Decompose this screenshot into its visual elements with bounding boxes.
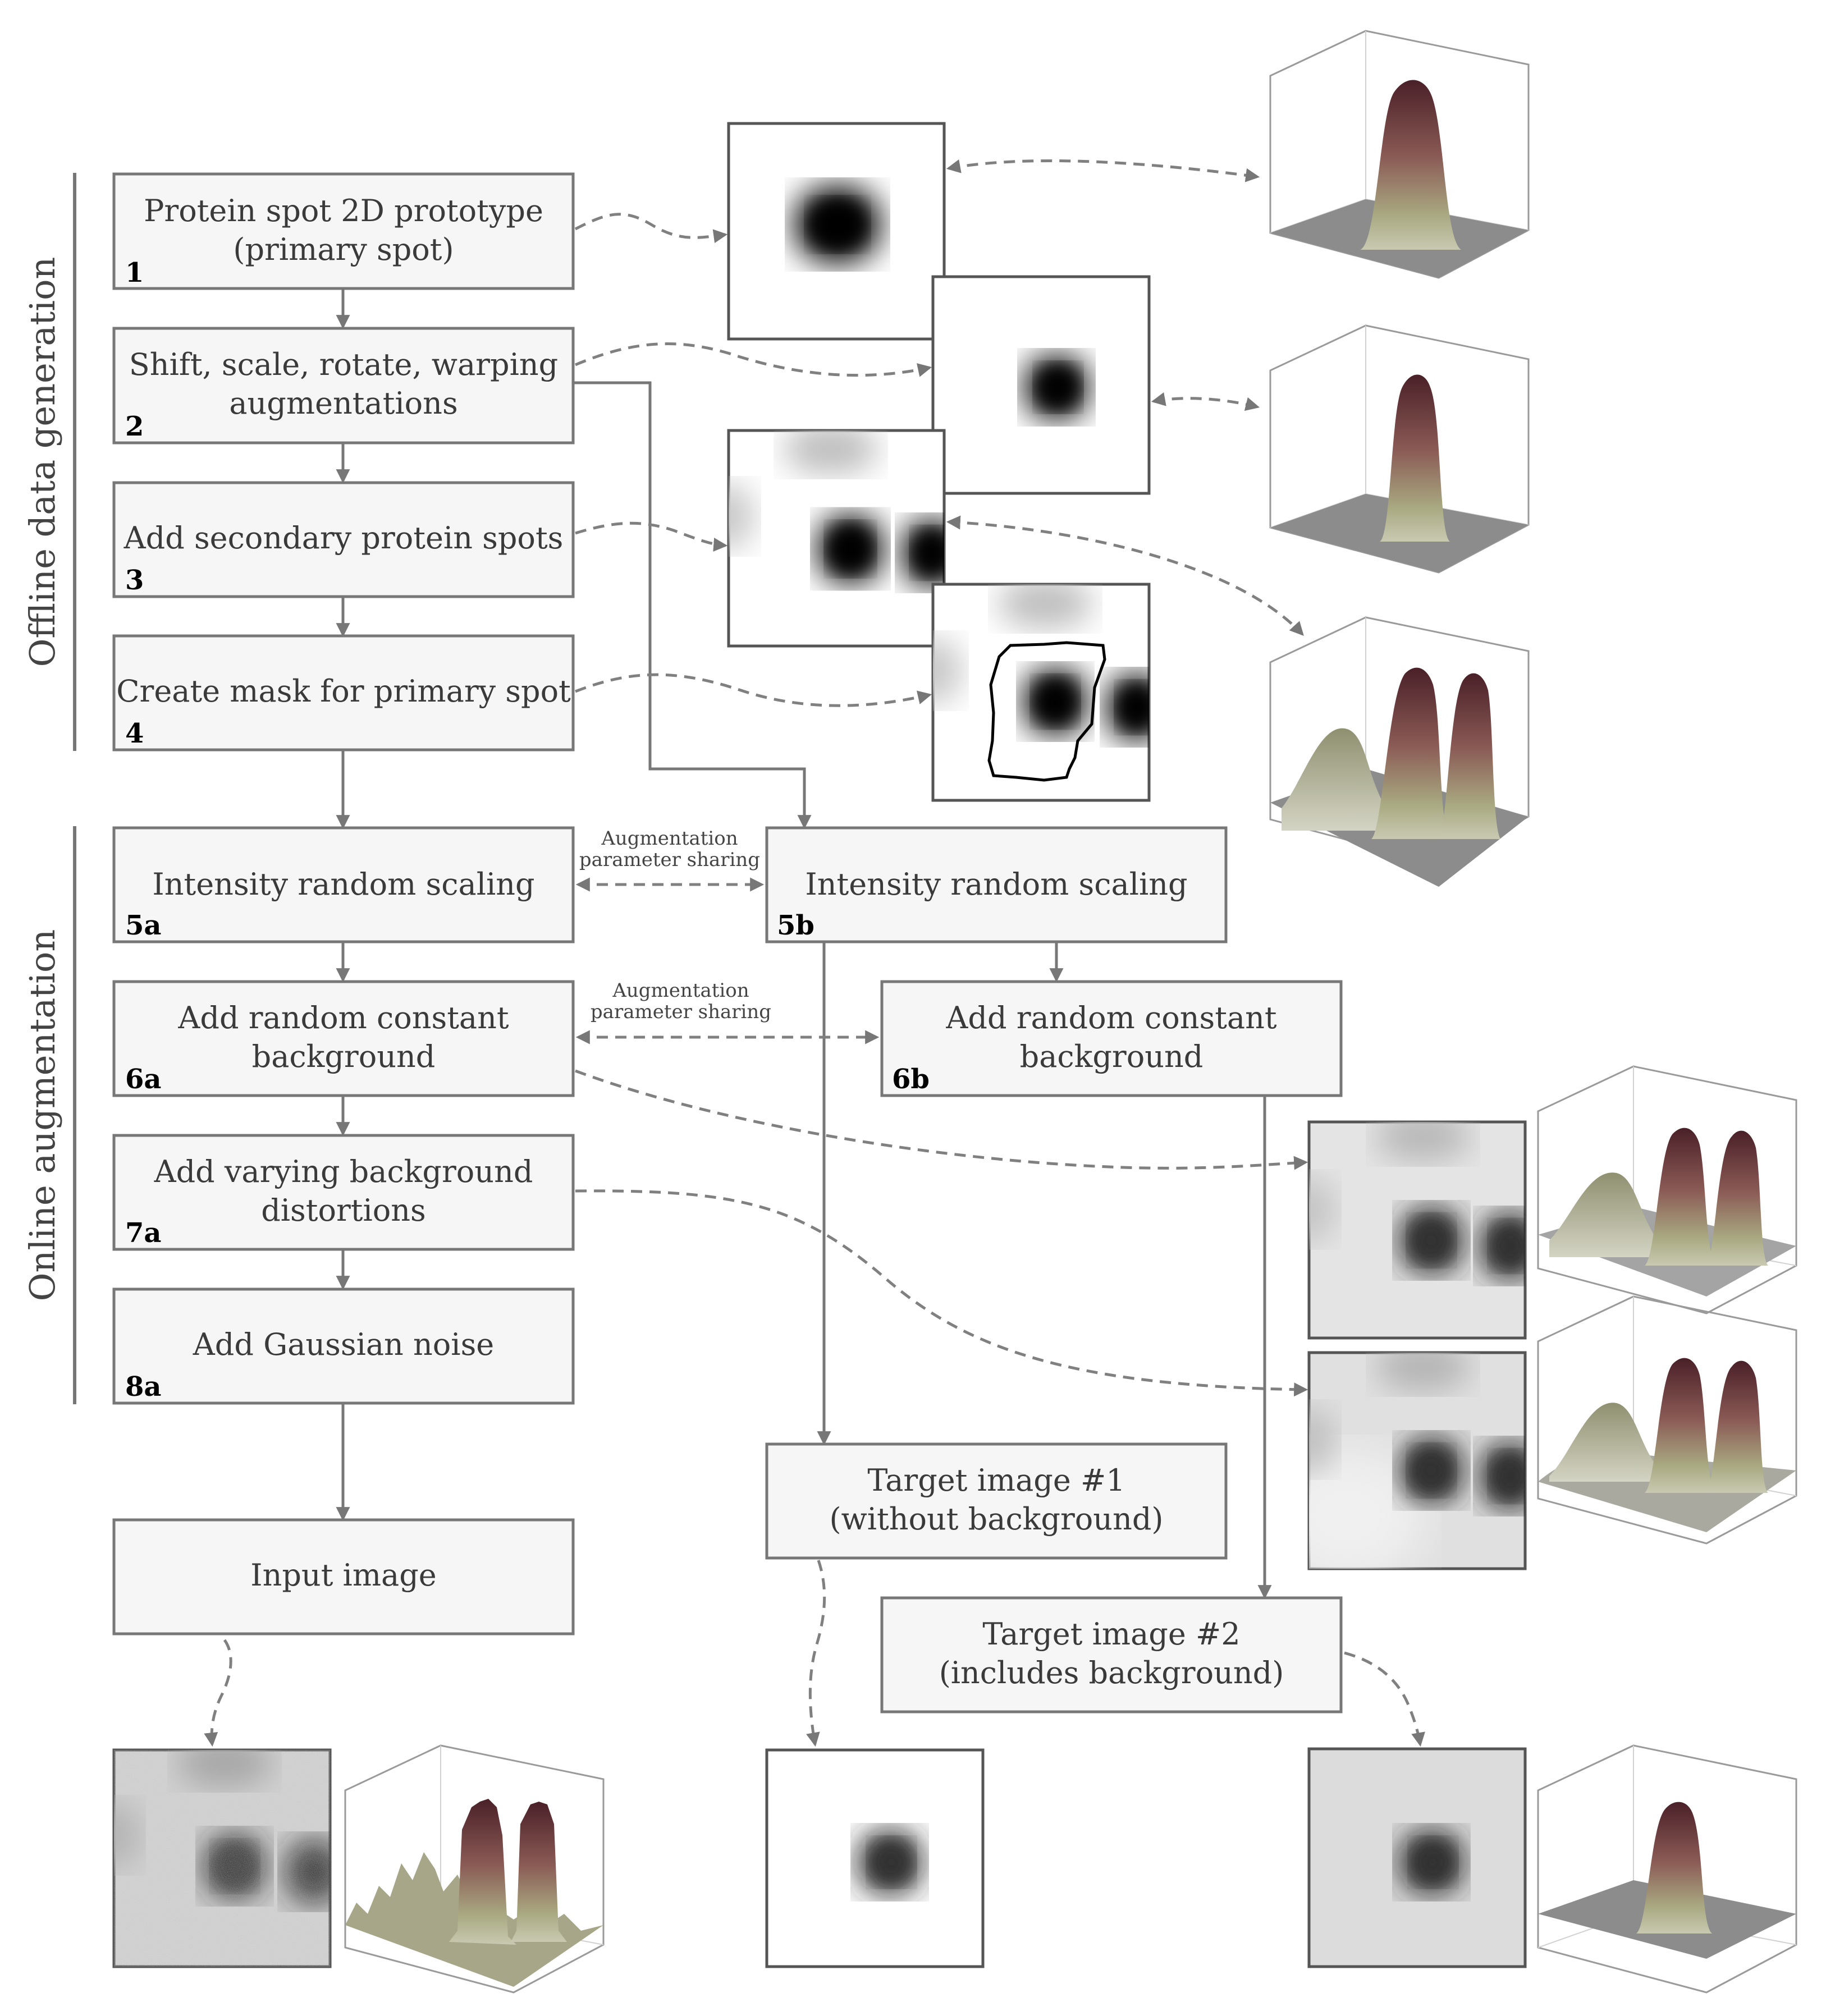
step-1-box: Protein spot 2D prototype (primary spot)…: [112, 172, 575, 290]
step-6a-number: 6a: [125, 1064, 162, 1095]
step-5b-number: 5b: [777, 910, 814, 941]
step-7a-line2: distortions: [261, 1193, 426, 1228]
image-background-distortion: [1307, 1351, 1527, 1570]
step-6a-line1: Add random constant: [177, 1000, 509, 1036]
image-target-2: [1307, 1747, 1527, 1968]
input-image-label: Input image: [250, 1557, 437, 1593]
surface-plot-primary: [1269, 30, 1530, 279]
step-7a-box: Add varying background distortions 7a: [112, 1134, 575, 1251]
step-4-number: 4: [125, 718, 144, 749]
step-2-line1: Shift, scale, rotate, warping: [129, 347, 558, 382]
image-primary-spot: [727, 122, 946, 341]
surface-plot-background-distortion: [1537, 1295, 1797, 1545]
surface-plot-background-constant: [1537, 1065, 1797, 1314]
image-augmented-spot: [931, 275, 1151, 495]
image-input-noisy: [112, 1748, 332, 1968]
step-6a-box: Add random constant background 6a: [112, 980, 575, 1097]
step-2-line2: augmentations: [229, 386, 457, 421]
surface-plot-augmented: [1269, 324, 1530, 574]
sharing-1-line2: parameter sharing: [579, 849, 760, 871]
step-3-line1: Add secondary protein spots: [123, 520, 564, 556]
target-2-line2: (includes background): [939, 1655, 1284, 1690]
image-background-constant: [1307, 1120, 1527, 1340]
step-6b-line1: Add random constant: [945, 1000, 1276, 1036]
step-6a-line2: background: [252, 1039, 436, 1074]
step-1-line1: Protein spot 2D prototype: [144, 193, 543, 228]
sharing-2-line2: parameter sharing: [591, 1001, 771, 1023]
online-section-label: Online augmentation: [22, 826, 76, 1404]
sharing-1-line1: Augmentation: [601, 827, 738, 850]
step-7a-line1: Add varying background: [154, 1154, 533, 1189]
step-6b-box: Add random constant background 6b: [880, 980, 1343, 1097]
step-3-number: 3: [125, 565, 144, 596]
online-section-title: Online augmentation: [22, 929, 63, 1302]
parameter-sharing-1: Augmentation parameter sharing: [575, 827, 765, 892]
image-secondary-spots: [727, 429, 946, 648]
step-5a-line1: Intensity random scaling: [152, 867, 534, 902]
step-5b-line1: Intensity random scaling: [805, 867, 1187, 902]
step-5a-number: 5a: [125, 910, 162, 941]
step-2-box: Shift, scale, rotate, warping augmentati…: [112, 327, 575, 445]
parameter-sharing-2: Augmentation parameter sharing: [575, 979, 880, 1044]
step-2-number: 2: [125, 411, 144, 442]
offline-section-label: Offline data generation: [22, 173, 76, 751]
surface-plot-input-noisy: [344, 1744, 605, 1994]
step-6b-number: 6b: [892, 1064, 930, 1095]
offline-section-title: Offline data generation: [22, 257, 63, 667]
image-target-1: [765, 1748, 985, 1968]
step-7a-number: 7a: [125, 1217, 162, 1249]
target-image-2-box: Target image #2 (includes background): [880, 1596, 1343, 1713]
step-5a-box: Intensity random scaling 5a: [112, 826, 575, 943]
target-2-line1: Target image #2: [982, 1616, 1240, 1652]
surface-plot-target-2: [1537, 1744, 1797, 1994]
flow-arrows: [336, 288, 1272, 1600]
step-8a-box: Add Gaussian noise 8a: [112, 1288, 575, 1405]
step-5b-box: Intensity random scaling 5b: [765, 826, 1228, 943]
target-1-line2: (without background): [829, 1501, 1163, 1537]
input-image-box: Input image: [112, 1518, 575, 1635]
sharing-2-line1: Augmentation: [612, 979, 749, 1002]
step-1-line2: (primary spot): [233, 232, 454, 267]
step-4-box: Create mask for primary spot 4: [112, 634, 575, 752]
target-image-1-box: Target image #1 (without background): [765, 1442, 1228, 1560]
step-8a-number: 8a: [125, 1371, 162, 1403]
target-1-line1: Target image #1: [867, 1463, 1125, 1498]
step-8a-line1: Add Gaussian noise: [193, 1327, 494, 1362]
step-4-line1: Create mask for primary spot: [116, 673, 571, 709]
step-1-number: 1: [125, 257, 144, 288]
step-3-box: Add secondary protein spots 3: [112, 481, 575, 598]
surface-plot-secondary: [1269, 616, 1530, 887]
dashed-connectors: [204, 159, 1425, 1747]
image-mask: [931, 583, 1151, 802]
step-6b-line2: background: [1020, 1039, 1203, 1074]
